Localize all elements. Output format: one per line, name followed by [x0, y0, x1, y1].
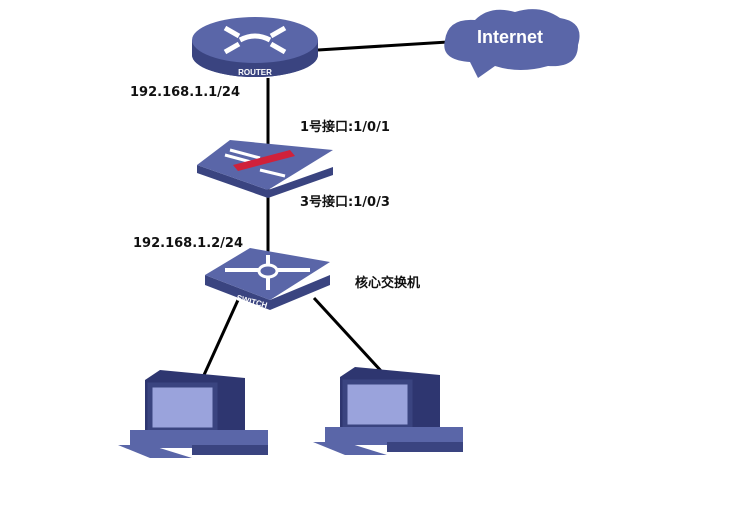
core-switch-label: 核心交换机 [355, 276, 421, 291]
link-router-internet [317, 40, 449, 52]
router-icon: ROUTER [192, 17, 318, 77]
router-label: ROUTER [238, 68, 272, 77]
pc-icon [313, 367, 463, 455]
pc-icon [118, 370, 268, 458]
cloud-label: Internet [477, 27, 543, 47]
switch-ip-label: 192.168.1.2/24 [133, 236, 244, 251]
router-ip-label: 192.168.1.1/24 [130, 85, 241, 100]
port3-label: 3号接口:1/0/3 [300, 195, 390, 210]
firewall-icon [197, 140, 333, 198]
link-switch-pc1 [202, 299, 240, 376]
port1-label: 1号接口:1/0/1 [300, 120, 390, 135]
switch-icon: SWITCH [205, 248, 330, 310]
link-switch-pc2 [312, 296, 384, 374]
internet-cloud-icon: Internet [444, 9, 580, 78]
